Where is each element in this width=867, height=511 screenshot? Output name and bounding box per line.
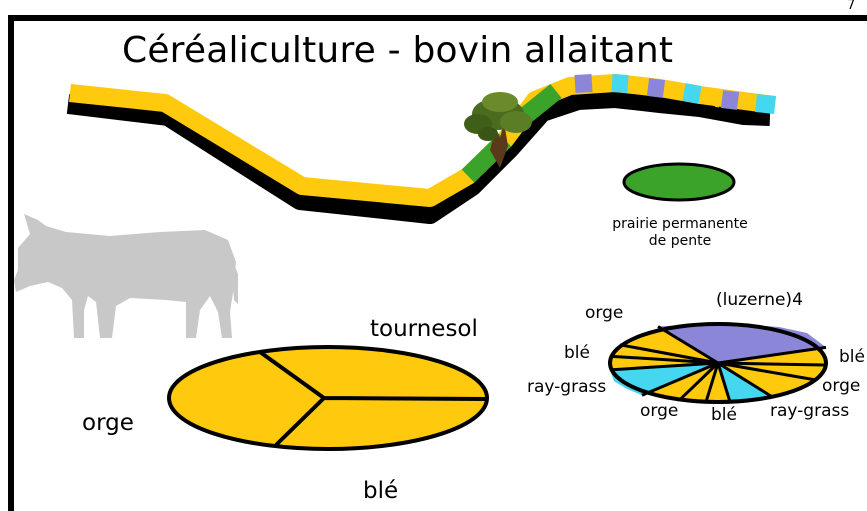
label-raygrass-small-right: ray-grass [770, 401, 849, 421]
label-ble-small-right: blé [839, 347, 867, 367]
small-rotation-ellipse [610, 324, 826, 402]
label-orge-large: orge [82, 410, 134, 436]
label-orge-small-right: orge [822, 376, 867, 396]
diagram-title: Céréaliculture - bovin allaitant [122, 30, 673, 71]
permanent-meadow-label-line1: prairie permanente [594, 216, 766, 233]
label-raygrass-small-left: ray-grass [527, 377, 606, 397]
label-ble-small-left: blé [564, 343, 590, 363]
label-tournesol: tournesol [370, 316, 478, 342]
large-rotation-ellipse [169, 347, 487, 449]
permanent-meadow-label-line2: de pente [594, 233, 766, 250]
permanent-meadow-label: prairie permanente de pente [594, 216, 766, 250]
label-luzerne: (luzerne)4 [716, 290, 803, 310]
cow-silhouette-icon [14, 214, 238, 338]
label-ble-small-bottom: blé [711, 405, 737, 425]
label-ble-large: blé [363, 478, 398, 504]
label-orge-small-top: orge [585, 303, 623, 323]
label-orge-small-bottom: orge [640, 401, 678, 421]
permanent-meadow-ellipse [624, 164, 734, 200]
